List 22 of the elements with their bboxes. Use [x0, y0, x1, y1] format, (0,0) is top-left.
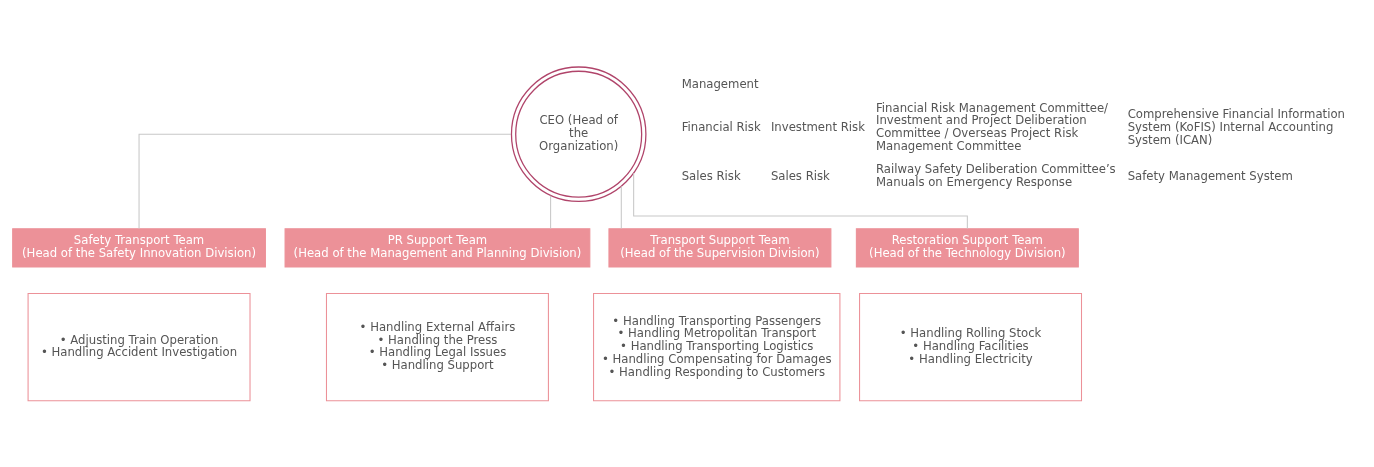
- label: Sales Risk: [681, 168, 741, 183]
- node-box: Transport Support Team (Head of the Supervision Division): [608, 228, 832, 268]
- label: Financial Risk: [681, 119, 761, 134]
- connector: [633, 172, 968, 230]
- node-box: • Handling Rolling Stock • Handling Facilities • Handling Electricity: [859, 292, 1083, 402]
- label: Sales Risk: [770, 168, 830, 183]
- connector: [620, 185, 622, 230]
- node-box: Safety Transport Team (Head of the Safety Innovation Division): [12, 228, 266, 268]
- label: Safety Management System: [1127, 168, 1293, 183]
- node-box: Restoration Support Team (Head of the Technology Division): [855, 228, 1079, 268]
- connector: [138, 133, 512, 230]
- node-circle: CEO (Head of the Organization): [510, 66, 647, 203]
- label: Management: [681, 77, 759, 92]
- node-box: • Handling Transporting Passengers • Handling Metropolitan Transport • Handling Transporting Logistics • Handling Compensating for Damages • Handling Responding to Customers: [593, 292, 841, 402]
- node-box: • Adjusting Train Operation • Handling Accident Investigation: [27, 292, 251, 402]
- label: Railway Safety Deliberation Committee’s Manuals on Emergency Response: [876, 162, 1116, 190]
- label: Investment Risk: [770, 119, 865, 134]
- node-box: • Handling External Affairs • Handling the Press • Handling Legal Issues • Handling Support: [325, 292, 549, 402]
- node-box: PR Support Team (Head of the Management and Planning Division): [284, 228, 591, 268]
- label: Financial Risk Management Committee/ Investment and Project Deliberation Committee / Overseas Project Risk Management Committee: [876, 100, 1109, 153]
- label: Comprehensive Financial Information System (KoFIS) Internal Accounting System (ICAN): [1127, 107, 1345, 147]
- connector: [550, 195, 552, 230]
